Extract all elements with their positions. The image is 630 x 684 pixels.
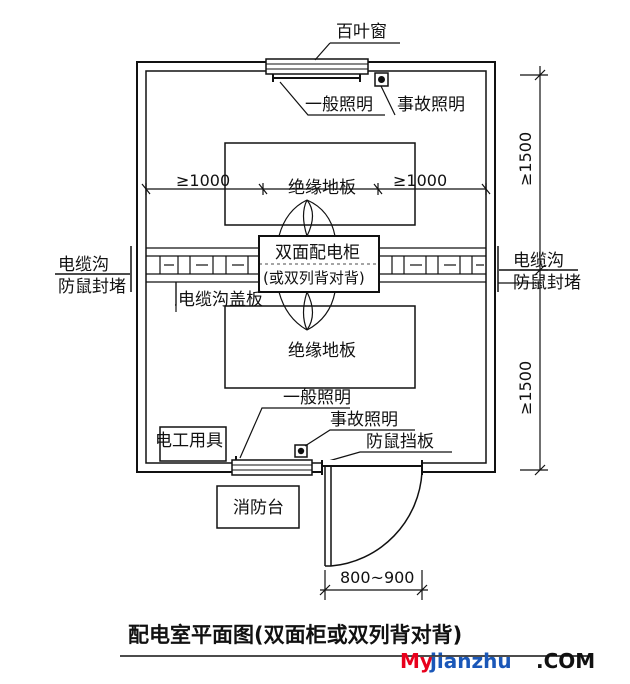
general-light-top-fixture	[272, 74, 361, 82]
door-width-dimension	[319, 570, 428, 600]
door-opening	[322, 460, 422, 475]
drawing-title: 配电室平面图(双面柜或双列背对背)	[128, 623, 462, 647]
emergency-light-top-label: 事故照明	[397, 95, 465, 115]
general-light-bottom-label: 一般照明	[283, 388, 351, 408]
cabinet-door-swings	[278, 199, 336, 331]
watermark-part1: My	[400, 649, 433, 673]
dim-bottom-label: ≥1500	[516, 361, 535, 415]
door-width-label: 800~900	[340, 568, 414, 587]
fire-station-label: 消防台	[233, 498, 284, 518]
watermark-logo: My jianzhu .COM	[400, 649, 595, 673]
insulated-floor-top-label: 绝缘地板	[288, 178, 356, 198]
trench-cover-label: 电缆沟盖板	[178, 290, 263, 310]
left-trench-label-1: 电缆沟	[58, 255, 109, 275]
clearance-right-label: ≥1000	[393, 171, 447, 190]
clearance-left-label: ≥1000	[176, 171, 230, 190]
cabinet-label-line2: (或双列背对背)	[263, 269, 365, 287]
bottom-louver-window	[231, 459, 313, 476]
insulated-floor-bottom	[224, 305, 416, 389]
dim-top-label: ≥1500	[516, 132, 535, 186]
right-trench-label-1: 电缆沟	[513, 251, 564, 271]
emergency-light-top-fixture	[374, 72, 389, 87]
insulated-floor-bottom-label: 绝缘地板	[288, 341, 356, 361]
general-light-top-label: 一般照明	[305, 95, 373, 115]
emergency-light-bottom-fixture	[294, 444, 308, 458]
electrician-tools-box	[159, 426, 227, 462]
watermark-part2: jianzhu	[429, 649, 512, 673]
right-trench-label-2: 防鼠封堵	[513, 273, 581, 293]
cabinet-label-line1: 双面配电柜	[275, 243, 360, 263]
clearance-dimension	[141, 183, 491, 195]
door-leaf	[324, 466, 423, 567]
left-rodent-seal	[55, 246, 132, 292]
emergency-light-bottom-label: 事故照明	[330, 410, 398, 430]
watermark-part3: .COM	[536, 649, 595, 673]
insulated-floor-top	[224, 142, 416, 226]
rodent-board-label: 防鼠挡板	[366, 432, 434, 452]
louver-window	[265, 58, 369, 75]
electrician-tools-label: 电工用具	[155, 431, 223, 451]
vertical-dimension	[498, 66, 548, 476]
fire-station-box	[216, 485, 300, 529]
louver-label: 百叶窗	[336, 22, 387, 42]
left-trench-label-2: 防鼠封堵	[58, 277, 126, 297]
